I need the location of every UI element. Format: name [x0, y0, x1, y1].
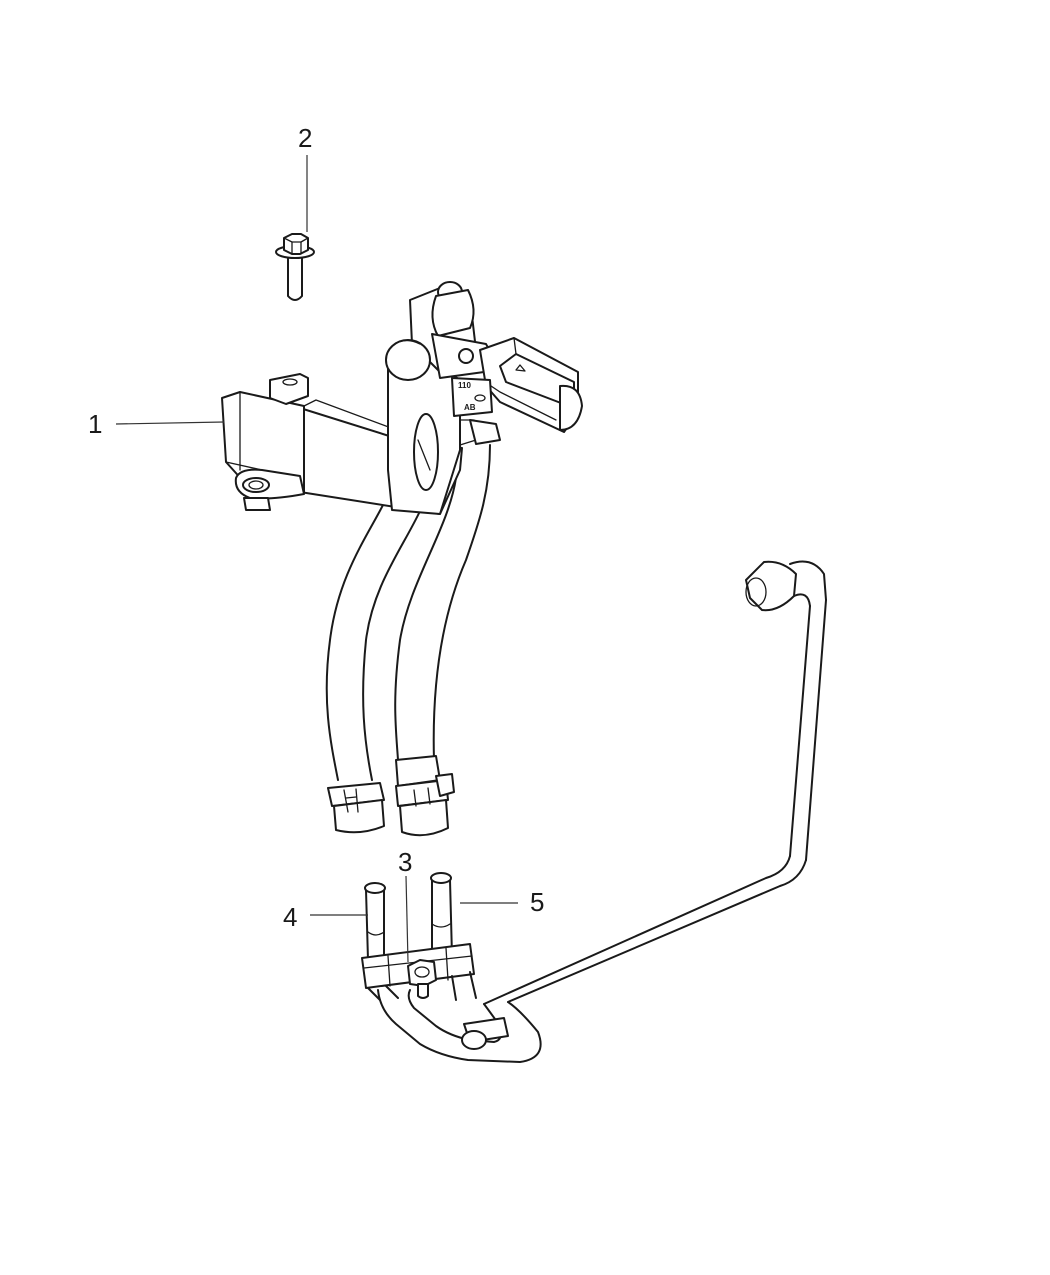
- rigid-tube: [377, 560, 827, 1063]
- callout-2[interactable]: 2: [298, 123, 312, 153]
- part-marking-1: 110: [458, 381, 471, 390]
- callout-3[interactable]: 3: [398, 847, 412, 877]
- callout-4[interactable]: 4: [283, 902, 297, 932]
- hose-right: [394, 444, 491, 837]
- bracket-part-1[interactable]: [221, 351, 477, 515]
- bolt-part-2[interactable]: [275, 233, 315, 301]
- callout-1[interactable]: 1: [88, 409, 102, 439]
- part-marking-2: AB: [464, 403, 476, 412]
- nut-part-3[interactable]: [407, 959, 437, 999]
- hose-left: [325, 474, 433, 834]
- leader-line-3: [405, 875, 409, 963]
- callout-5[interactable]: 5: [530, 887, 544, 917]
- sensor-connector: 110 AB: [385, 281, 583, 445]
- leader-line-1: [115, 421, 225, 425]
